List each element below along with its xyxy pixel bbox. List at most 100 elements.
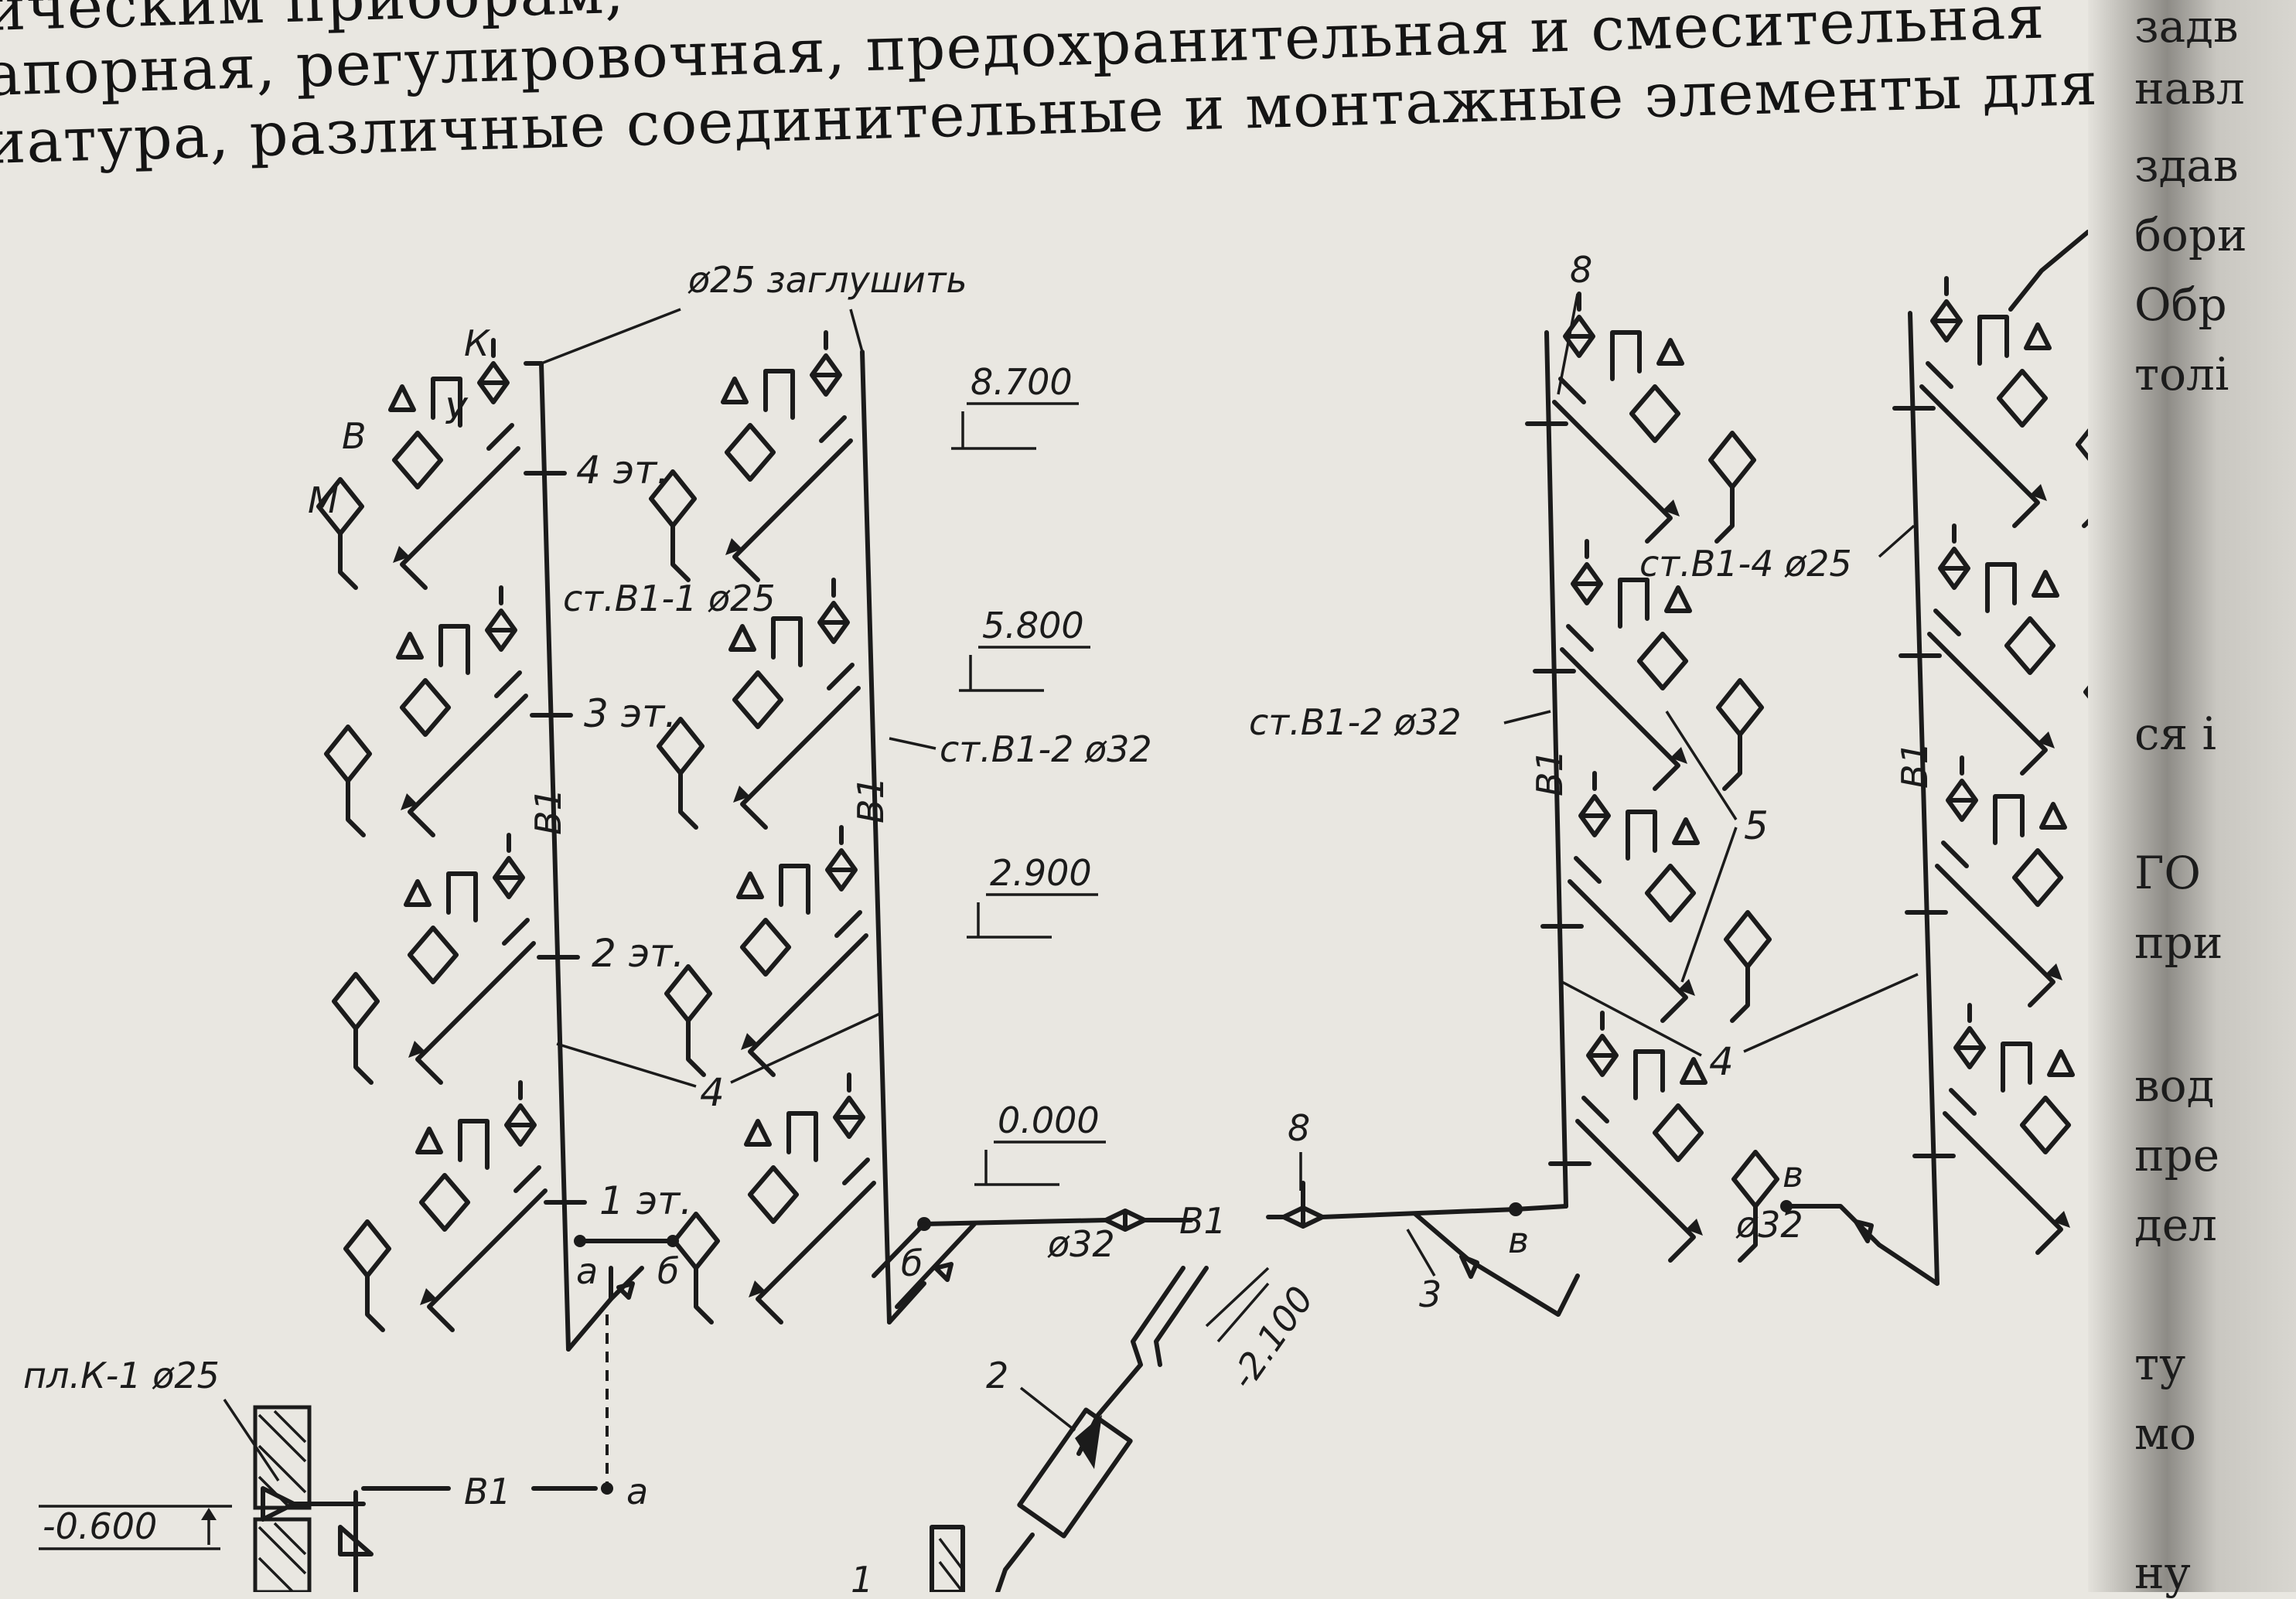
node-v-right: в — [1783, 1154, 1803, 1195]
label-m: М — [308, 479, 339, 521]
pipe-d32-label: ø32 — [1047, 1223, 1115, 1265]
right-text-14: ну — [2134, 1546, 2191, 1599]
elev-input-line — [1205, 1267, 1270, 1328]
elevation-mark-000: 0.000 — [974, 1100, 1106, 1186]
pl-k-label: пл.К-1 ø25 — [23, 1355, 220, 1396]
label-k: К — [464, 322, 491, 364]
floor-label-2: 2 эт. — [592, 931, 684, 976]
svg-text:-0.600: -0.600 — [43, 1505, 157, 1547]
node-b-main: б — [901, 1243, 923, 1284]
fixture-group-r2-f4 — [651, 332, 851, 580]
floor-ticks-r1 — [524, 471, 587, 1205]
floor-label-4: 4 эт. — [576, 448, 669, 493]
water-supply-axonometric-scheme: 4 эт. 3 эт. 2 эт. 1 эт. ст.В1-1 ø25 ст.В… — [23, 230, 2088, 1592]
right-text-2: здав — [2134, 139, 2239, 192]
label-u: У — [445, 390, 469, 432]
riser-4-leader — [1878, 524, 1916, 558]
fixture-group-r3-f2 — [1570, 773, 1769, 1021]
right-text-3: бори — [2134, 209, 2247, 261]
callout-5-leader-b — [1680, 827, 1738, 983]
right-text-13: мо — [2134, 1407, 2197, 1460]
fixture-group-r3-f4 — [1554, 294, 1754, 541]
right-text-5: толі — [2134, 348, 2229, 401]
right-text-12: ту — [2134, 1338, 2186, 1390]
riser-mark-b1-1: В1 — [527, 788, 569, 835]
riser-b1-2-right — [1544, 330, 1568, 1209]
callout-5-leader-a — [1665, 711, 1738, 820]
callout-4-left: 4 — [700, 1070, 725, 1115]
floor-label-3: 3 эт. — [584, 691, 677, 736]
right-text-1: навл — [2134, 62, 2245, 114]
node-a-basement: а — [626, 1471, 648, 1512]
riser-2-leader-right — [1503, 710, 1551, 724]
node-v-main: в — [1508, 1219, 1529, 1261]
riser-2-label-left: ст.В1-2 ø32 — [940, 728, 1152, 770]
node-b-top: б — [657, 1250, 679, 1292]
callout-2-leader — [1019, 1386, 1076, 1432]
svg-text:5.800: 5.800 — [982, 605, 1084, 646]
right-text-9: вод — [2134, 1059, 2215, 1112]
riser-2-label-right: ст.В1-2 ø32 — [1249, 701, 1462, 743]
right-text-4: Обр — [2134, 278, 2227, 331]
floor-ticks-right — [1525, 406, 1956, 1166]
right-text-8: при — [2134, 916, 2223, 969]
riser-1-label: ст.В1-1 ø25 — [563, 578, 776, 619]
fixture-group-r4-f4 — [1922, 278, 2088, 526]
main-pipe-label: В1 — [1179, 1200, 1226, 1242]
fixture-group-r1-f4 — [319, 340, 518, 588]
fixture-group-r4-f1 — [1945, 1005, 2088, 1253]
cap-leader-left — [541, 308, 681, 365]
riser-b1-2-left — [860, 349, 892, 1325]
right-text-0: задв — [2134, 0, 2239, 53]
right-text-11: дел — [2134, 1198, 2217, 1251]
basement-wall — [253, 1405, 613, 1592]
elevation-mark-580: 5.800 — [959, 605, 1090, 692]
elev-basement-mark: -0.600 — [39, 1505, 232, 1550]
book-spine-shadow — [2088, 0, 2296, 1592]
basement-main-label: В1 — [464, 1471, 511, 1512]
fixture-group-r4-f3 — [1929, 526, 2088, 773]
callout-8-main: 8 — [1288, 1107, 1310, 1149]
cap-label: ø25 заглушить — [687, 259, 967, 301]
callout-4-leader-a — [556, 1042, 697, 1088]
riser-b1-4 — [1908, 311, 1939, 1286]
riser-4-label: ст.В1-4 ø25 — [1639, 543, 1852, 585]
callout-3-leader — [1406, 1229, 1436, 1277]
riser-mark-b1-4: В1 — [1894, 742, 1936, 789]
callout-1: 1 — [851, 1559, 873, 1592]
node-a-top: а — [576, 1250, 598, 1292]
riser-b1-1 — [524, 361, 571, 1352]
cap-leader-right — [849, 309, 864, 353]
riser-2-leader-left — [889, 737, 936, 750]
riser-mark-b1-3: В1 — [1529, 749, 1571, 796]
callout-2: 2 — [986, 1355, 1008, 1396]
right-bottom-connections — [1513, 230, 2088, 1286]
floor-label-1: 1 эт. — [599, 1178, 692, 1223]
riser-1-bottom — [566, 1235, 679, 1352]
callout-3: 3 — [1419, 1273, 1441, 1315]
elevation-mark-290: 2.900 — [967, 852, 1098, 939]
callout-8-top: 8 — [1570, 249, 1592, 291]
fixture-group-r1-f2 — [334, 835, 534, 1082]
callout-4-right-leader-b — [1743, 973, 1919, 1053]
fixture-group-r1-f1 — [346, 1082, 545, 1330]
svg-text:8.700: 8.700 — [971, 361, 1073, 403]
callout-4-leader-b — [730, 1011, 882, 1084]
riser-mark-b1-2: В1 — [850, 776, 892, 823]
fixture-group-r1-f3 — [326, 588, 526, 835]
fixture-group-r2-f2 — [667, 827, 866, 1075]
right-text-10: пре — [2134, 1129, 2220, 1181]
right-text-7: ГО — [2134, 847, 2201, 899]
svg-text:2.900: 2.900 — [990, 852, 1092, 894]
callout-5: 5 — [1744, 803, 1769, 848]
right-text-6: ся і — [2134, 707, 2217, 760]
pipe-d32-right: ø32 — [1735, 1204, 1803, 1246]
svg-text:0.000: 0.000 — [998, 1100, 1100, 1141]
elev-input-line-b — [1216, 1282, 1270, 1343]
fixture-group-r4-f2 — [1937, 758, 2088, 1005]
input-pipe — [930, 1266, 1209, 1592]
pl-k-leader — [223, 1399, 280, 1481]
callout-4-right: 4 — [1709, 1039, 1734, 1084]
elevation-mark-870: 8.700 — [951, 361, 1079, 450]
callout-8-top-leader — [1557, 293, 1579, 395]
